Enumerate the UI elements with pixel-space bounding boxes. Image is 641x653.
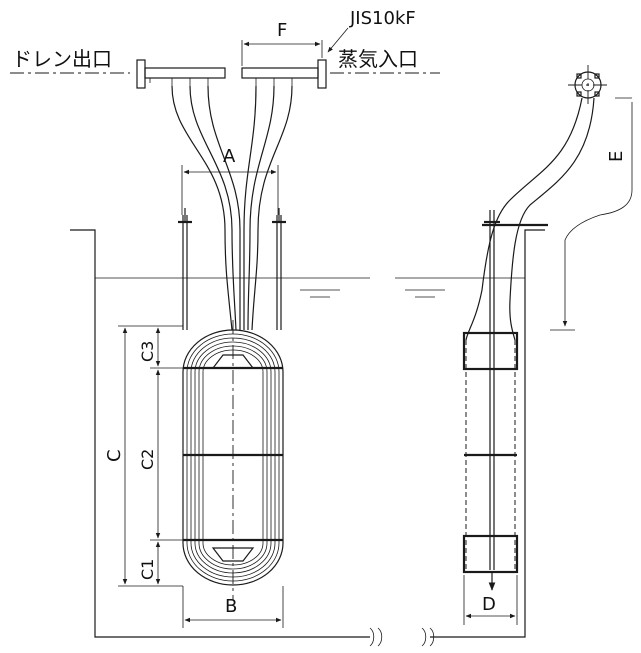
flange-leader xyxy=(327,27,349,53)
flexible-hoses xyxy=(171,85,293,331)
drain-header xyxy=(10,59,226,89)
dimension-D xyxy=(463,575,518,625)
dimension-C xyxy=(118,325,183,587)
steam-header xyxy=(241,59,440,89)
dimension-E xyxy=(550,97,633,331)
steam-inlet-label: 蒸気入口 xyxy=(338,47,418,71)
coil-front-view xyxy=(178,208,286,600)
dim-label-A: A xyxy=(223,146,236,167)
dim-label-F: F xyxy=(277,20,287,41)
dimension-A xyxy=(181,165,279,215)
dim-label-C: C xyxy=(104,449,125,462)
dimension-B xyxy=(182,586,284,628)
coil-side-view xyxy=(462,210,519,591)
water-level xyxy=(95,277,525,298)
dim-label-C3: C3 xyxy=(138,341,157,362)
dimension-F xyxy=(241,40,323,66)
dim-label-C2: C2 xyxy=(138,449,157,470)
side-view-hoses xyxy=(465,97,595,341)
dim-label-B: B xyxy=(225,596,237,617)
side-view-flange xyxy=(568,65,610,105)
drain-outlet-label: ドレン出口 xyxy=(12,47,112,71)
dim-label-C1: C1 xyxy=(138,559,157,580)
dim-label-E: E xyxy=(606,151,627,162)
dimension-C2 xyxy=(150,369,183,541)
dimension-C3 xyxy=(150,327,183,369)
dim-label-D: D xyxy=(482,594,496,615)
flange-spec-label: JIS10kF xyxy=(349,8,416,29)
tank-wall xyxy=(70,229,545,647)
